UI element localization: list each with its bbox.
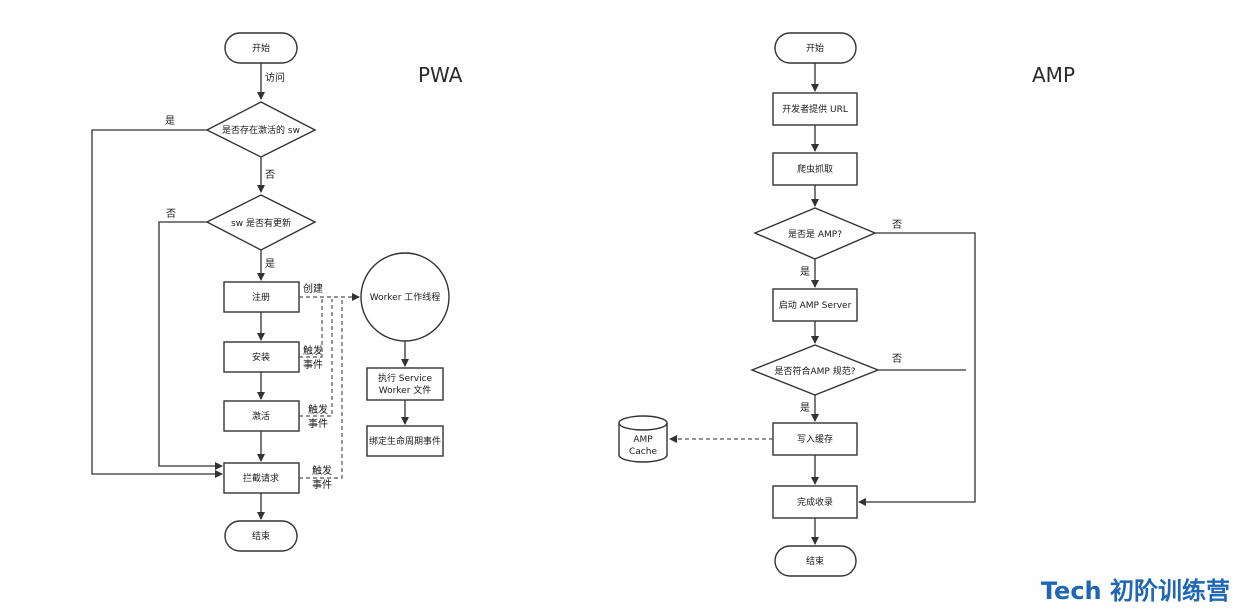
- amp-start-label: 开始: [806, 42, 824, 54]
- pwa-end-label: 结束: [252, 530, 270, 542]
- pwa-exec-label-2: Worker 文件: [379, 384, 432, 396]
- pwa-trigger-install-2: 事件: [303, 358, 323, 371]
- pwa-dash-intercept: [299, 299, 342, 478]
- amp-yes-label-2: 是: [800, 402, 810, 414]
- amp-cache-label-1: AMP: [633, 435, 653, 445]
- amp-cache-label-2: Cache: [629, 447, 657, 457]
- pwa-bind-label: 绑定生命周期事件: [369, 435, 441, 447]
- amp-title: AMP: [1032, 63, 1075, 87]
- pwa-trigger-activate-1: 触发: [308, 403, 328, 416]
- pwa-install-label: 安装: [252, 351, 270, 363]
- amp-edge-isamp-no: [859, 233, 975, 502]
- pwa-no-label-1: 否: [265, 169, 275, 181]
- amp-provide-url-label: 开发者提供 URL: [782, 103, 848, 115]
- pwa-create-label: 创建: [303, 282, 323, 295]
- brand-logo: Tech 初阶训练营: [1041, 571, 1230, 606]
- pwa-edge-active-yes-loop: [92, 130, 222, 474]
- pwa-register-label: 注册: [252, 291, 270, 303]
- pwa-title: PWA: [418, 63, 463, 87]
- amp-crawl-label: 爬虫抓取: [797, 163, 833, 175]
- pwa-visit-label: 访问: [265, 71, 285, 84]
- pwa-no-label-2: 否: [166, 208, 176, 220]
- amp-no-label-1: 否: [892, 219, 902, 231]
- pwa-trigger-install-1: 触发: [303, 344, 323, 357]
- amp-end-label: 结束: [806, 555, 824, 567]
- amp-decision-isamp-label: 是否是 AMP?: [788, 229, 842, 240]
- pwa-worker-thread-label: Worker 工作线程: [370, 291, 441, 303]
- pwa-start-label: 开始: [252, 42, 270, 54]
- pwa-trigger-intercept-2: 事件: [312, 478, 332, 491]
- pwa-edge-update-no-loop: [159, 222, 222, 466]
- amp-start-server-label: 启动 AMP Server: [779, 299, 852, 311]
- pwa-trigger-activate-2: 事件: [308, 417, 328, 430]
- pwa-decision-update-label: sw 是否有更新: [231, 217, 291, 229]
- pwa-exec-label-1: 执行 Service: [378, 372, 433, 384]
- pwa-yes-label-1: 是: [265, 258, 275, 270]
- pwa-trigger-intercept-1: 触发: [312, 464, 332, 477]
- pwa-activate-label: 激活: [252, 410, 270, 422]
- amp-no-label-2: 否: [892, 353, 902, 365]
- amp-yes-label-1: 是: [800, 266, 810, 278]
- pwa-decision-active-label: 是否存在激活的 sw: [222, 124, 300, 136]
- amp-write-cache-label: 写入缓存: [797, 433, 833, 445]
- amp-done-label: 完成收录: [797, 496, 833, 508]
- amp-cache-cylinder-top: [619, 416, 667, 430]
- pwa-intercept-label: 拦截请求: [243, 472, 279, 484]
- pwa-yes-label-2: 是: [165, 115, 175, 127]
- amp-decision-conform-label: 是否符合AMP 规范?: [775, 365, 856, 377]
